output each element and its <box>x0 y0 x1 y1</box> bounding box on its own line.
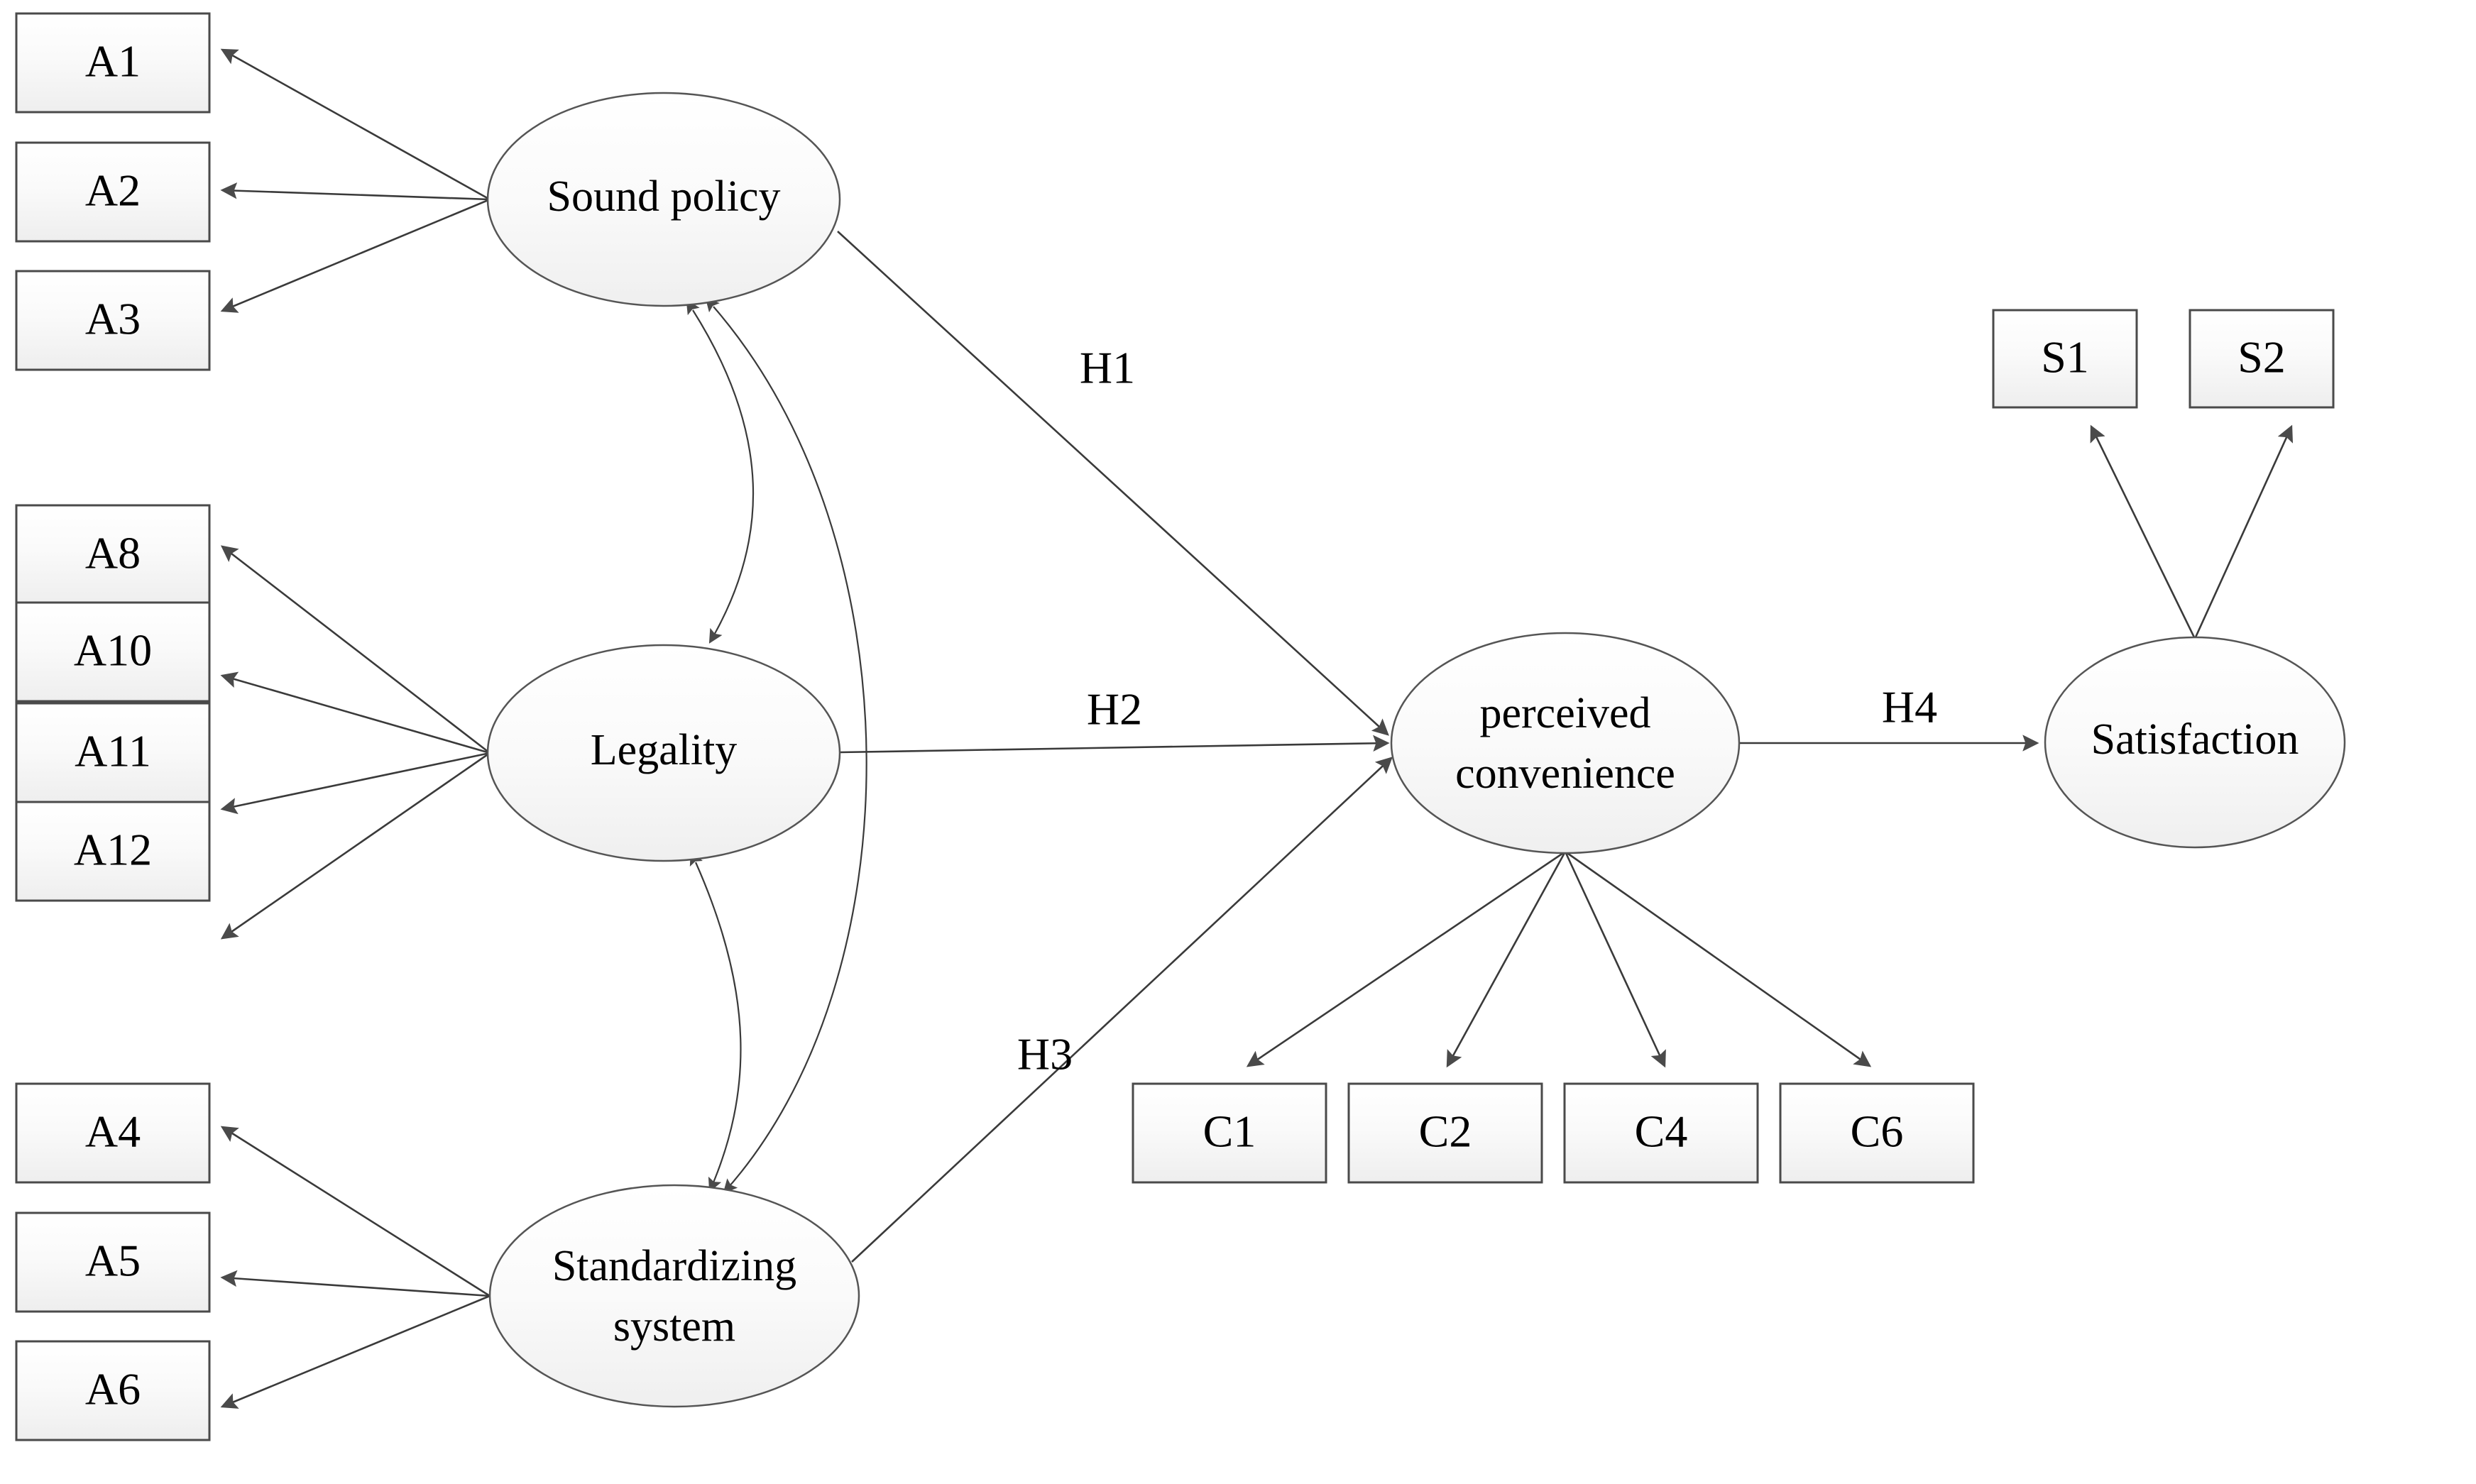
indicator-label-A2: A2 <box>85 165 141 216</box>
indicator-A10[interactable]: A10 <box>15 601 211 703</box>
latent-satisfaction[interactable]: Satisfaction <box>2044 636 2346 849</box>
latent-label-standardizing-line2: system <box>613 1302 735 1351</box>
indicator-A11[interactable]: A11 <box>15 702 211 803</box>
indicator-S2[interactable]: S2 <box>2189 309 2335 409</box>
indicator-label-A12: A12 <box>74 825 152 875</box>
indicator-boxes: A1 A2 A3 A8 A10 A11 <box>15 12 2335 1441</box>
indicator-label-C6: C6 <box>1851 1106 1904 1157</box>
edge-legality-to-A12 <box>220 752 491 940</box>
path-label-H3: H3 <box>1017 1029 1073 1079</box>
measurement-edges-sound-policy <box>220 48 491 313</box>
structural-edges <box>837 231 2039 1263</box>
indicator-label-A6: A6 <box>85 1364 141 1414</box>
indicator-label-A11: A11 <box>75 726 151 776</box>
edge-satisfaction-to-S2 <box>2193 424 2294 639</box>
indicator-A1[interactable]: A1 <box>15 12 211 114</box>
edge-standardizing-to-A6 <box>220 1295 491 1409</box>
covariance-edges <box>686 297 867 1194</box>
measurement-edges-legality <box>220 545 491 940</box>
covariance-sound-policy-legality <box>686 299 755 644</box>
measurement-edges-perceived-convenience <box>1246 850 1872 1068</box>
indicator-label-A3: A3 <box>85 294 141 344</box>
indicator-label-A10: A10 <box>74 625 152 676</box>
latent-label-legality: Legality <box>591 726 738 774</box>
edge-sound-policy-to-A1 <box>220 48 491 201</box>
edge-perceived-convenience-to-C1 <box>1246 850 1566 1067</box>
indicator-S1[interactable]: S1 <box>1992 309 2138 409</box>
indicator-A3[interactable]: A3 <box>15 270 211 371</box>
indicator-label-A1: A1 <box>85 36 141 87</box>
edge-legality-to-A10 <box>220 671 491 754</box>
indicator-C2[interactable]: C2 <box>1347 1082 1543 1184</box>
indicator-A6[interactable]: A6 <box>15 1340 211 1441</box>
indicator-label-A4: A4 <box>85 1106 141 1157</box>
edge-H3-standardizing-to-perceived-convenience <box>851 757 1393 1263</box>
indicator-label-A8: A8 <box>85 528 141 578</box>
measurement-edges-standardizing <box>220 1126 491 1409</box>
edge-perceived-convenience-to-C6 <box>1565 850 1872 1067</box>
edge-standardizing-to-A4 <box>220 1126 491 1297</box>
edge-satisfaction-to-S1 <box>2090 424 2196 639</box>
indicator-A2[interactable]: A2 <box>15 141 211 243</box>
edge-perceived-convenience-to-C4 <box>1564 851 1666 1068</box>
edge-legality-to-A11 <box>220 752 491 815</box>
edge-sound-policy-to-A2 <box>220 182 491 201</box>
indicator-A4[interactable]: A4 <box>15 1082 211 1184</box>
indicator-A5[interactable]: A5 <box>15 1211 211 1313</box>
covariance-legality-standardizing <box>689 850 742 1193</box>
latent-label-satisfaction: Satisfaction <box>2091 715 2299 764</box>
indicator-label-S2: S2 <box>2237 332 2286 383</box>
indicator-A8[interactable]: A8 <box>15 504 211 605</box>
indicator-C6[interactable]: C6 <box>1779 1082 1975 1184</box>
measurement-edges-satisfaction <box>2090 424 2294 639</box>
edge-H2-legality-to-perceived-convenience <box>839 735 1390 754</box>
covariance-sound-policy-standardizing <box>705 297 867 1194</box>
path-label-H4: H4 <box>1882 682 1937 732</box>
latent-sound-policy[interactable]: Sound policy <box>486 92 841 307</box>
edge-standardizing-to-A5 <box>220 1270 491 1297</box>
indicator-C4[interactable]: C4 <box>1563 1082 1759 1184</box>
edge-sound-policy-to-A3 <box>220 198 491 313</box>
indicator-C1[interactable]: C1 <box>1132 1082 1327 1184</box>
indicator-label-C4: C4 <box>1635 1106 1688 1157</box>
path-label-H1: H1 <box>1080 343 1135 393</box>
latent-legality[interactable]: Legality <box>486 644 841 862</box>
latent-perceived-convenience[interactable]: perceived convenience <box>1390 632 1741 854</box>
latent-label-sound-policy: Sound policy <box>547 172 781 221</box>
edge-H1-sound-policy-to-perceived-convenience <box>837 231 1389 736</box>
indicator-label-S1: S1 <box>2041 332 2089 383</box>
indicator-label-A5: A5 <box>85 1236 141 1286</box>
latent-variable-ellipses: Sound policy Legality Standardizing syst… <box>486 92 2346 1408</box>
latent-standardizing-system[interactable]: Standardizing system <box>488 1184 860 1408</box>
latent-label-standardizing-line1: Standardizing <box>552 1242 796 1290</box>
indicator-label-C1: C1 <box>1203 1106 1256 1157</box>
edge-legality-to-A8 <box>220 545 491 754</box>
path-labels: H1 H2 H3 H4 <box>1017 343 1937 1079</box>
latent-label-perceived-convenience-line2: convenience <box>1455 749 1675 798</box>
path-label-H2: H2 <box>1087 684 1142 735</box>
indicator-A12[interactable]: A12 <box>15 801 211 902</box>
indicator-label-C2: C2 <box>1419 1106 1472 1157</box>
latent-label-perceived-convenience-line1: perceived <box>1480 689 1651 737</box>
edge-perceived-convenience-to-C2 <box>1446 851 1567 1068</box>
